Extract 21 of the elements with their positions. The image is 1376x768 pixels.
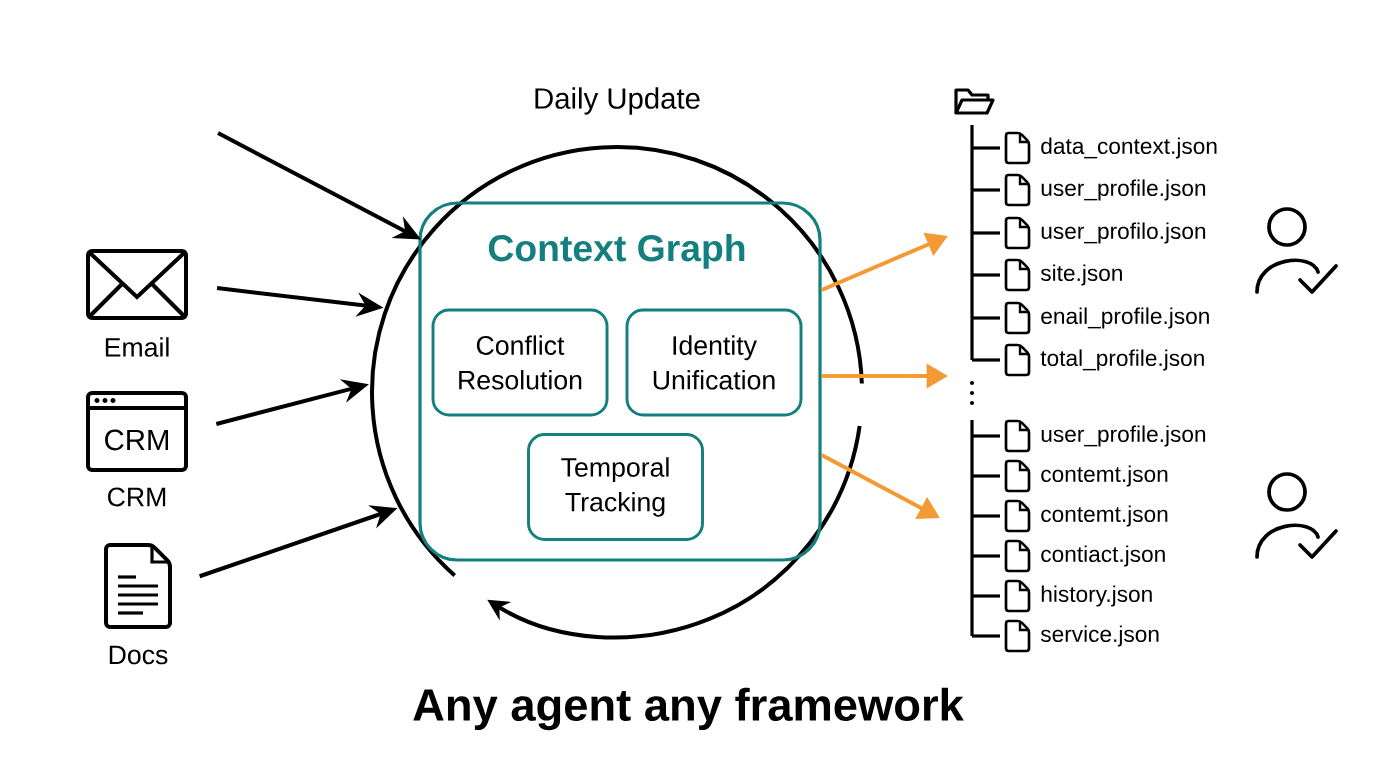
file-name: service.json — [1040, 625, 1159, 647]
browser-window: CRM — [86, 391, 188, 472]
process-box: Temporal Tracking — [527, 433, 704, 541]
file-name: enail_profile.json — [1041, 307, 1209, 329]
source-label: Docs — [109, 645, 168, 665]
file-name: site.json — [1040, 264, 1122, 286]
caption: Any agent any framework — [413, 687, 964, 731]
source-label: Email — [105, 337, 169, 357]
file-name: total_profile.json — [1040, 349, 1204, 371]
source-label: CRM — [108, 487, 166, 507]
file-name: contemt.json — [1041, 505, 1168, 527]
file-name: user_profile.json — [1041, 179, 1206, 201]
file-name: contiact.json — [1041, 545, 1165, 567]
file-name: data_context.json — [1041, 137, 1217, 159]
file-name: user_profilo.json — [1041, 222, 1206, 244]
file-name: user_profile.json — [1041, 425, 1206, 447]
file-name: history.json — [1041, 585, 1152, 607]
heading: Daily Update — [535, 87, 700, 115]
process-box: Identity Unification — [625, 308, 803, 417]
file-name: contemt.json — [1041, 465, 1168, 487]
process-box: Conflict Resolution — [431, 308, 609, 417]
